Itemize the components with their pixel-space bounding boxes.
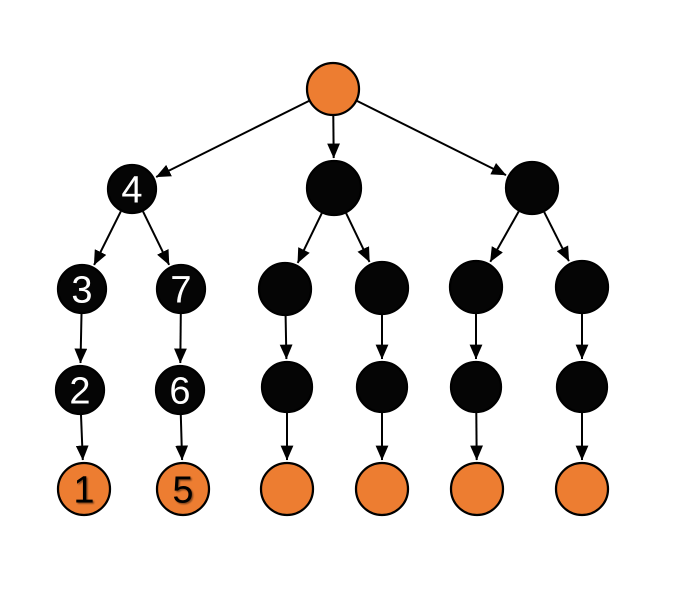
node-label-2: 2 [69,371,90,413]
node-label-4: 4 [121,170,142,212]
node-label-7: 7 [170,270,191,312]
tree-node-r1 [504,160,560,216]
node-label-5: 5 [172,470,193,512]
tree-node-r3 [554,259,610,315]
tree-edge-m1-m3 [345,212,371,263]
tree-node-root [305,61,361,117]
tree-node-m6 [259,461,315,517]
tree-node-m5 [355,360,409,414]
tree-edge-n4-n3 [93,210,122,266]
tree-node-m7 [354,461,410,517]
tree-node-r6 [449,461,505,517]
tree-edge-n4-n7 [142,210,170,266]
tree-edge-n6-n5 [175,414,189,461]
tree-node-m2 [257,261,313,317]
tree-edge-root-r1 [356,100,507,176]
tree-node-n1-1 [56,461,112,517]
tree-node-n3-3 [56,263,108,315]
tree-edge-root-n4 [155,100,310,178]
tree-edge-m2-m4 [279,315,293,360]
tree-node-n2-2 [54,364,106,416]
tree-edge-r1-r2 [489,211,520,263]
node-label-6: 6 [169,371,190,413]
tree-edge-m1-m2 [296,212,323,264]
tree-node-n5-5 [155,461,211,517]
tree-node-n6-6 [154,364,206,416]
tree-node-m1 [305,159,363,217]
node-label-1: 1 [73,470,94,512]
tree-edge-n2-n1 [75,414,89,461]
node-label-3: 3 [71,270,92,312]
tree-edge-n7-n6 [174,313,187,364]
tree-node-r5 [555,360,609,414]
tree-node-n7-7 [155,263,207,315]
tree-node-m4 [260,360,314,414]
tree-node-r2 [448,259,504,315]
tree-node-m3 [354,260,410,316]
tree-edge-r1-r3 [543,211,570,262]
tree-node-n4-4 [106,163,158,215]
tree-node-r4 [449,360,503,414]
tree-node-r7 [554,461,610,517]
tree-edge-n3-n2 [74,313,88,364]
